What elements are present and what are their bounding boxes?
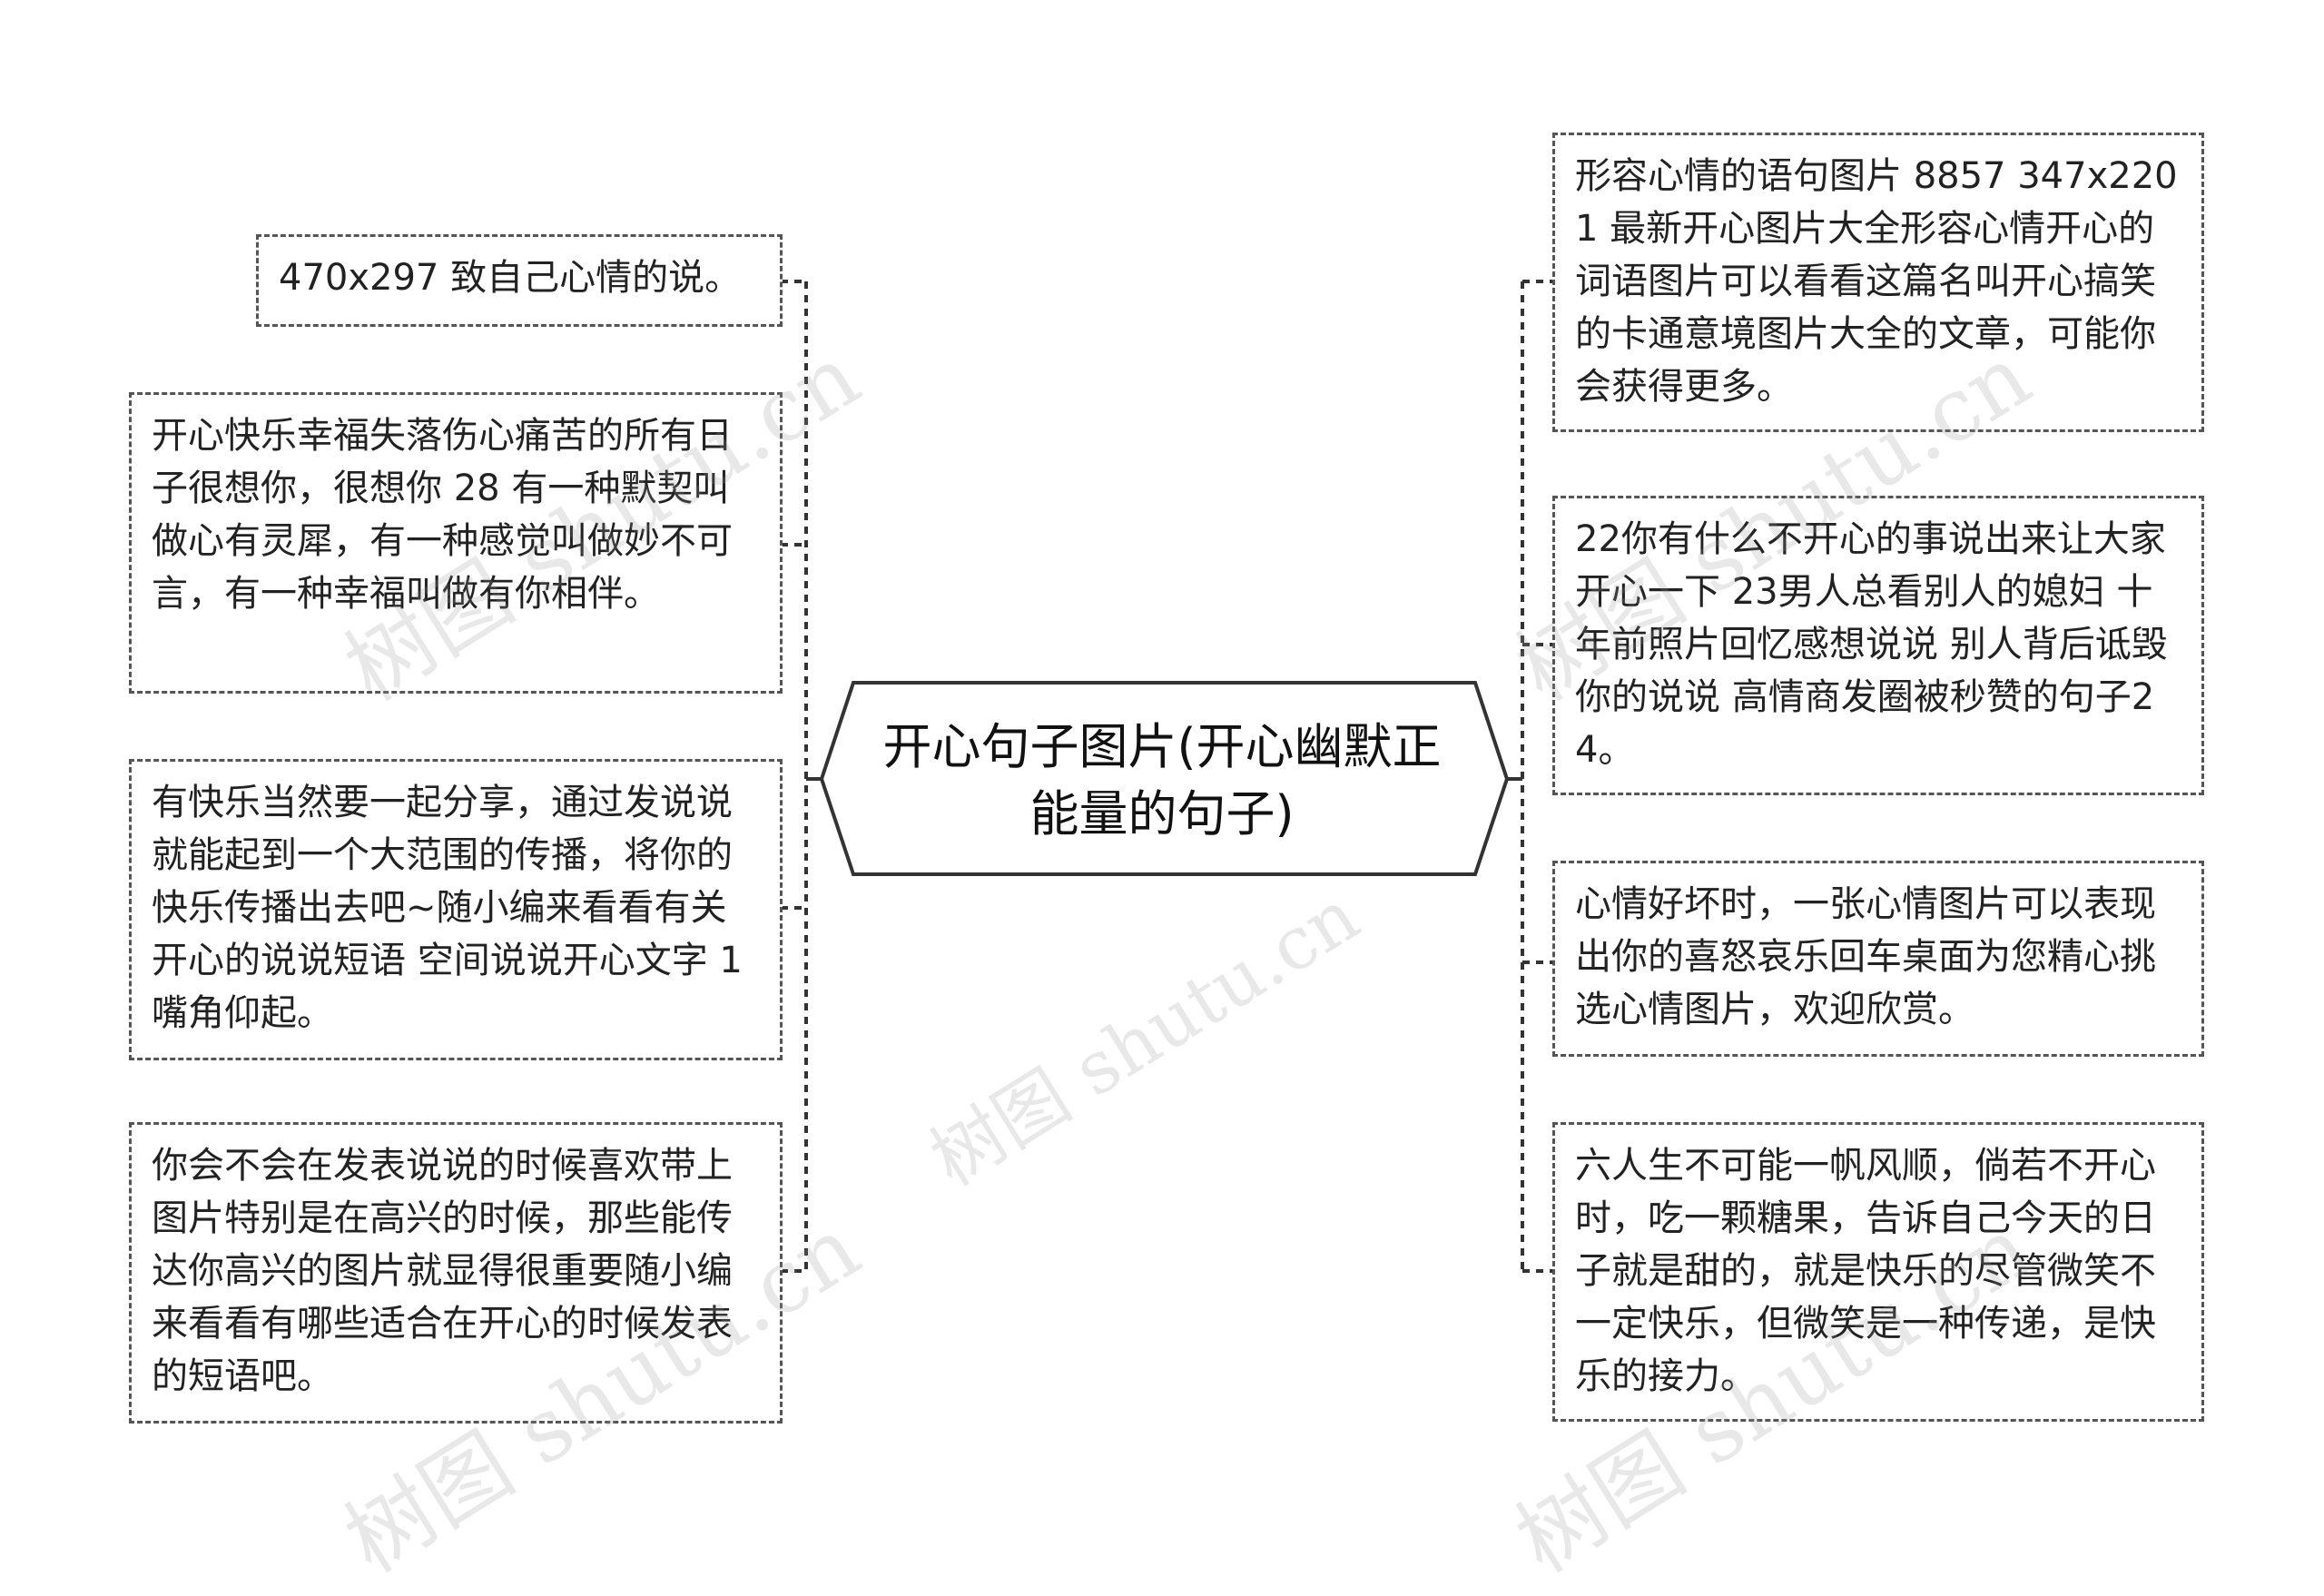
left-node-4-text: 你会不会在发表说说的时候喜欢带上图片特别是在高兴的时候，那些能传达你高兴的图片就…	[152, 1145, 733, 1397]
left-node-2[interactable]: 开心快乐幸福失落伤心痛苦的所有日子很想你，很想你 28 有一种默契叫做心有灵犀，…	[129, 392, 783, 694]
right-node-3-text: 心情好坏时，一张心情图片可以表现出你的喜怒哀乐回车桌面为您精心挑选心情图片，欢迎…	[1575, 883, 2156, 1030]
right-node-1-text: 形容心情的语句图片 8857 347x220 1 最新开心图片大全形容心情开心的…	[1575, 155, 2178, 408]
root-node-label[interactable]: 开心句子图片(开心幽默正能量的句子)	[882, 718, 1442, 842]
right-node-3[interactable]: 心情好坏时，一张心情图片可以表现出你的喜怒哀乐回车桌面为您精心挑选心情图片，欢迎…	[1552, 861, 2204, 1057]
right-node-2[interactable]: 22你有什么不开心的事说出来让大家开心一下 23男人总看别人的媳妇 十年前照片回…	[1552, 496, 2204, 795]
right-node-2-text: 22你有什么不开心的事说出来让大家开心一下 23男人总看别人的媳妇 十年前照片回…	[1575, 518, 2168, 771]
left-node-3-text: 有快乐当然要一起分享，通过发说说就能起到一个大范围的传播，将你的快乐传播出去吧~…	[152, 782, 743, 1034]
right-node-4[interactable]: 六人生不可能一帆风顺，倘若不开心时，吃一颗糖果，告诉自己今天的日子就是甜的，就是…	[1552, 1122, 2204, 1422]
left-node-3[interactable]: 有快乐当然要一起分享，通过发说说就能起到一个大范围的传播，将你的快乐传播出去吧~…	[129, 759, 783, 1060]
left-node-1[interactable]: 470x297 致自己心情的说。	[256, 234, 783, 327]
mindmap-connectors	[781, 280, 1554, 1273]
right-node-1[interactable]: 形容心情的语句图片 8857 347x220 1 最新开心图片大全形容心情开心的…	[1552, 133, 2204, 432]
right-node-4-text: 六人生不可能一帆风顺，倘若不开心时，吃一颗糖果，告诉自己今天的日子就是甜的，就是…	[1575, 1145, 2156, 1397]
left-node-1-text: 470x297 致自己心情的说。	[279, 257, 742, 299]
left-node-2-text: 开心快乐幸福失落伤心痛苦的所有日子很想你，很想你 28 有一种默契叫做心有灵犀，…	[152, 415, 733, 615]
left-node-4[interactable]: 你会不会在发表说说的时候喜欢带上图片特别是在高兴的时候，那些能传达你高兴的图片就…	[129, 1122, 783, 1424]
